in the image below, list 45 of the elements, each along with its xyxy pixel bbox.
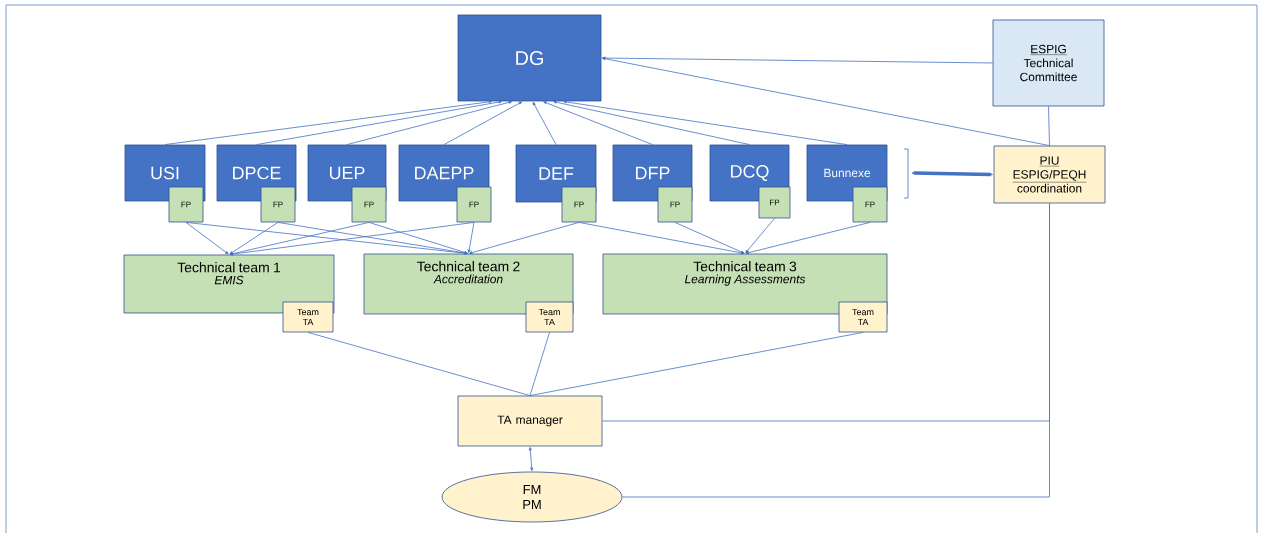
team-ta-box: Team TA bbox=[282, 301, 334, 333]
node-label: Technical team 1 bbox=[177, 262, 281, 273]
department-box: DAEPP bbox=[398, 144, 490, 202]
arrow bbox=[346, 100, 512, 145]
arrow bbox=[528, 447, 534, 471]
node-label: Learning Assessments bbox=[684, 274, 806, 286]
node-label: EMIS bbox=[214, 275, 244, 285]
arrow bbox=[164, 100, 492, 145]
arrow bbox=[277, 222, 468, 255]
arrow bbox=[185, 222, 229, 255]
team-box bbox=[123, 254, 335, 314]
team-box bbox=[363, 253, 574, 315]
arrow bbox=[553, 100, 750, 145]
committee-box: ESPIG Technical Committee bbox=[992, 19, 1105, 107]
arrow bbox=[543, 101, 653, 145]
arrow bbox=[256, 100, 502, 145]
team-ta-box: Team TA bbox=[525, 301, 574, 333]
arrow bbox=[443, 101, 523, 145]
connector-line bbox=[622, 203, 1050, 498]
arrow bbox=[674, 222, 745, 254]
manager-box: TA manager bbox=[457, 395, 603, 447]
coordination-box: PIU ESPIG/PEQH coordination bbox=[993, 145, 1106, 204]
arrow bbox=[469, 222, 580, 254]
arrow bbox=[602, 56, 993, 64]
arrow bbox=[229, 222, 279, 255]
director-box: DG bbox=[457, 14, 602, 102]
connector-line bbox=[529, 332, 550, 396]
node-label: Technical team 3 bbox=[693, 261, 797, 272]
arrow bbox=[745, 218, 775, 254]
node-label: Accreditation bbox=[433, 274, 503, 284]
arrow bbox=[578, 222, 745, 255]
arrow bbox=[563, 100, 848, 145]
team-ta-box: Team TA bbox=[838, 301, 888, 333]
connector-line bbox=[529, 332, 864, 396]
arrow bbox=[911, 171, 993, 177]
arrow bbox=[745, 222, 871, 255]
connector-line bbox=[307, 332, 531, 396]
arrow bbox=[368, 222, 468, 254]
arrow bbox=[229, 222, 475, 256]
node-label: Technical team 2 bbox=[417, 261, 520, 272]
arrow bbox=[467, 222, 475, 253]
team-box bbox=[602, 253, 888, 315]
arrow bbox=[532, 101, 557, 145]
arrow bbox=[602, 57, 1050, 146]
connector-line bbox=[1048, 106, 1050, 146]
